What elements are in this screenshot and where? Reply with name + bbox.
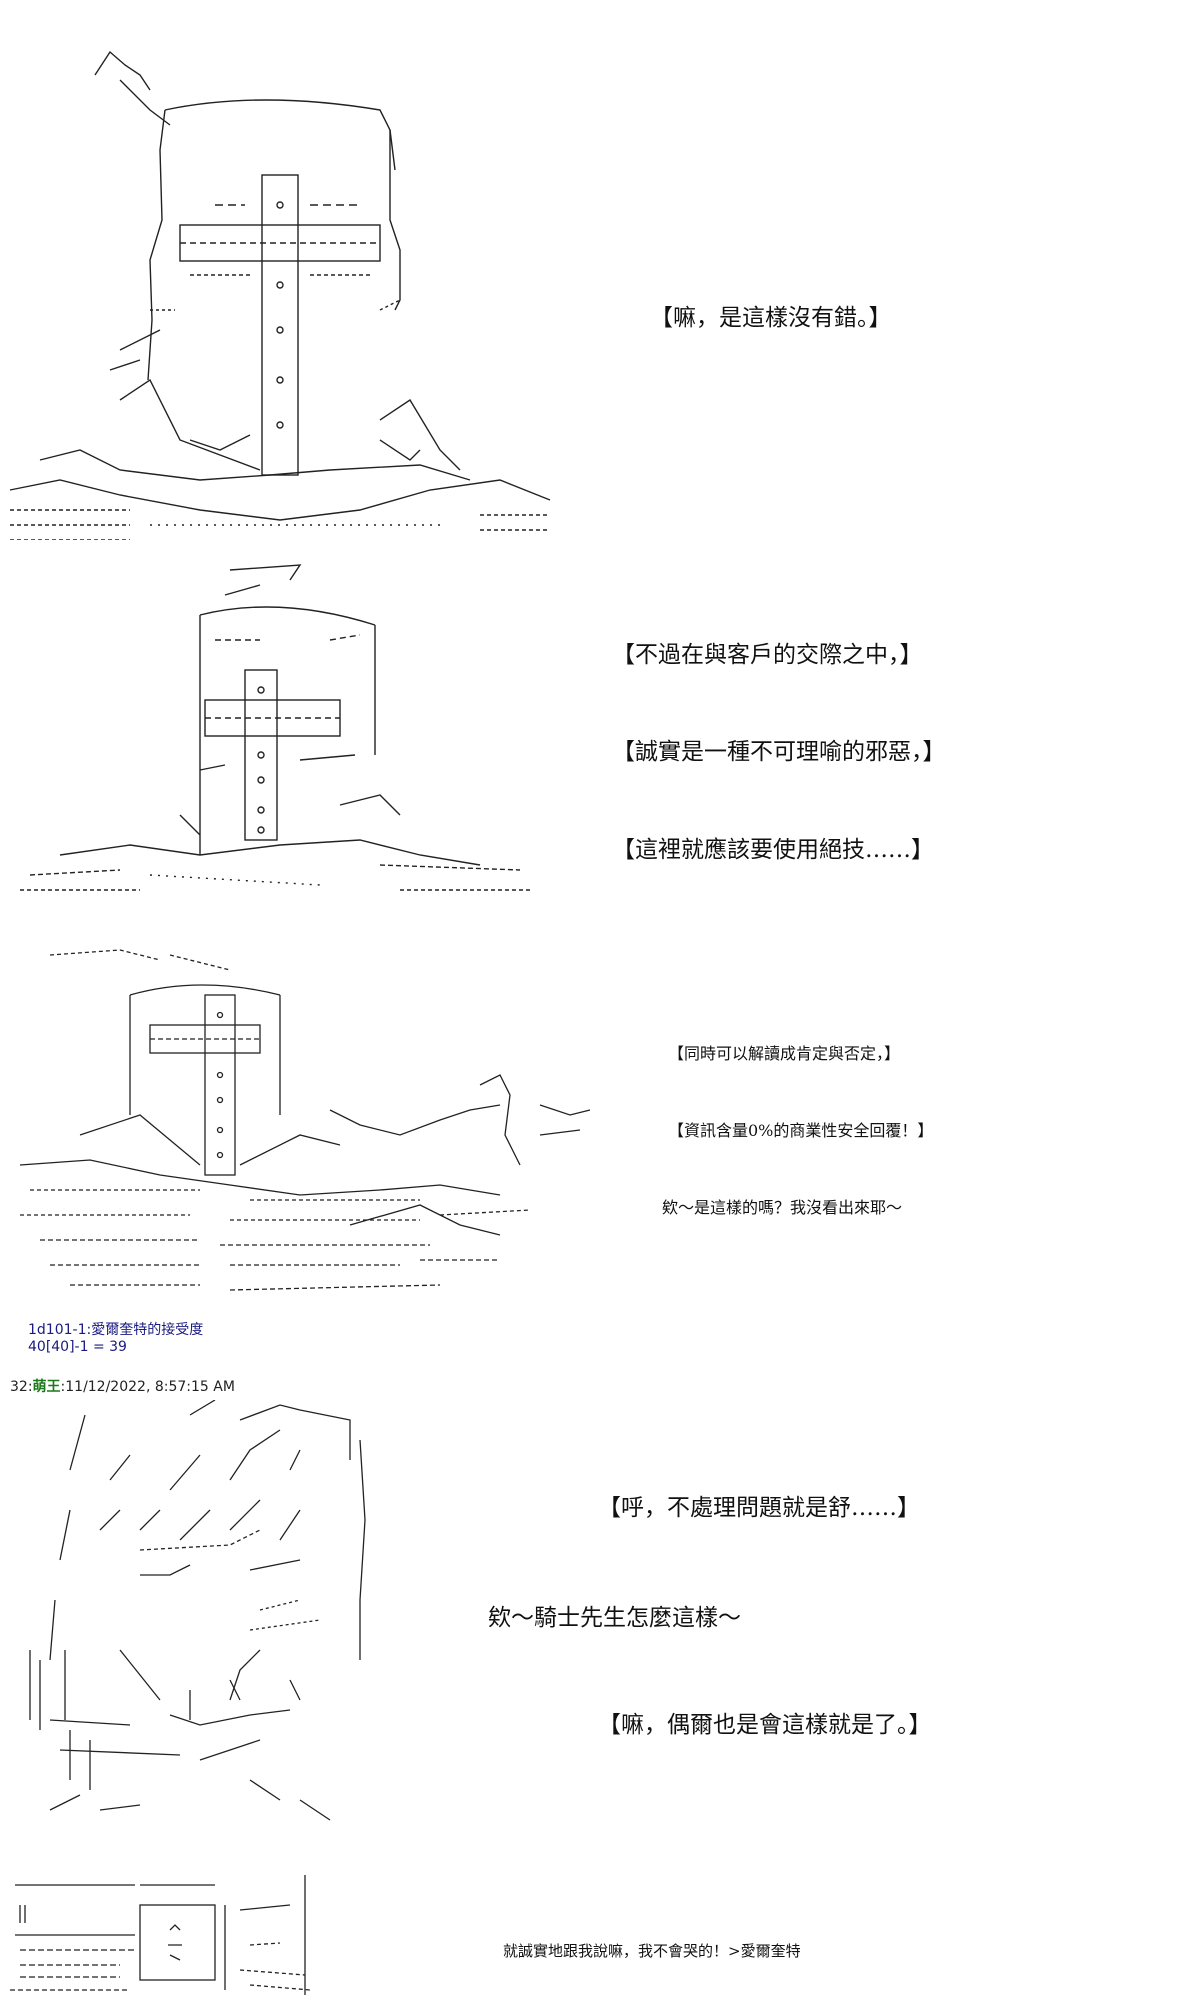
- ascii-art-sketchy-face: [0, 1400, 380, 1830]
- panel2-line-1: 【不過在與客戶的交際之中，】: [612, 642, 923, 668]
- post-header: 32:萌王:11/12/2022, 8:57:15 AM: [10, 1376, 235, 1396]
- dice-roll-line-2: 40[40]-1 = 39: [28, 1339, 127, 1355]
- panel1-line-1: 【嘛，是這樣沒有錯。】: [650, 305, 892, 331]
- ascii-art-knight-helmet: [0, 20, 560, 540]
- ascii-art-knight-pointing: [0, 935, 610, 1315]
- panel3-line-2: 【資訊含量0%的商業性安全回覆！】: [668, 1121, 934, 1140]
- post-number: 32:: [10, 1379, 33, 1395]
- dice-roll-line-1: 1d101-1:愛爾奎特的接受度: [28, 1322, 204, 1338]
- panel4-line-1: 【呼，不處理問題就是舒……】: [598, 1495, 920, 1521]
- panel4-line-2: 欸～騎士先生怎麼這樣～: [488, 1605, 741, 1631]
- post-username[interactable]: 萌王: [32, 1379, 61, 1395]
- ascii-art-knight-helmet-small: [0, 555, 560, 900]
- panel3-line-1: 【同時可以解讀成肯定與否定，】: [668, 1044, 901, 1063]
- panel2-line-3: 【這裡就應該要使用絕技……】: [612, 837, 934, 863]
- post-timestamp: :11/12/2022, 8:57:15 AM: [60, 1379, 235, 1395]
- dice-roll-result: 1d101-1:愛爾奎特的接受度 40[40]-1 = 39: [28, 1322, 203, 1356]
- panel2-line-2: 【誠實是一種不可理喻的邪惡，】: [612, 739, 946, 765]
- panel4-line-3: 【嘛，偶爾也是會這樣就是了。】: [598, 1712, 932, 1738]
- panel3-line-3: 欸～是這樣的嗎？我沒看出來耶～: [662, 1198, 903, 1217]
- panel5-line-1: 就誠實地跟我說嘛，我不會哭的！>愛爾奎特: [503, 1942, 801, 1960]
- ascii-art-window-box: [0, 1865, 340, 2000]
